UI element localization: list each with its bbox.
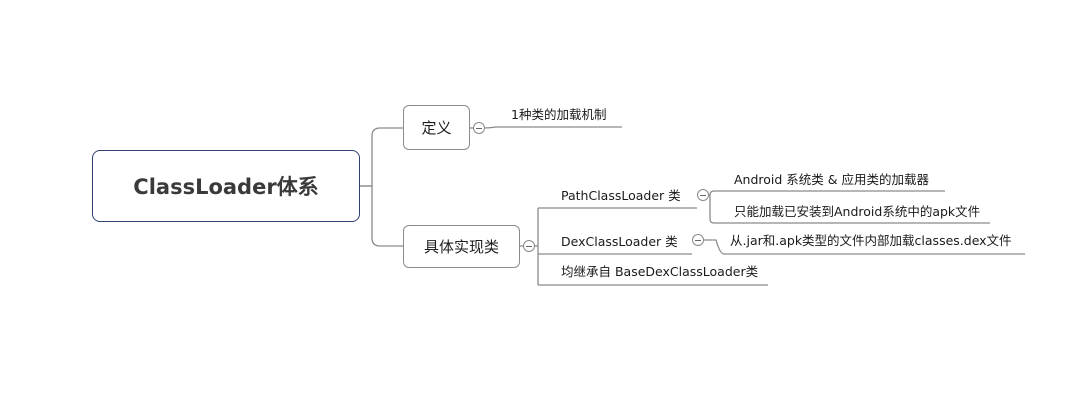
dexclassloader-child-1: 从.jar和.apk类型的文件内部加载classes.dex文件 (730, 233, 1012, 248)
dexclassloader-collapse-icon[interactable] (692, 234, 704, 246)
implementation-node[interactable]: 具体实现类 (403, 225, 520, 268)
pathclassloader-child-2: 只能加载已安装到Android系统中的apk文件 (734, 204, 981, 219)
pathclassloader-child-1: Android 系统类 & 应用类的加载器 (734, 172, 929, 187)
definition-node[interactable]: 定义 (403, 105, 470, 150)
implementation-collapse-icon[interactable] (523, 240, 535, 252)
edge-dexclassloader-to-child (704, 239, 1025, 255)
edge-definition-to-child (470, 126, 622, 129)
edge-root-to-implementation (360, 185, 403, 247)
edge-pathclassloader-to-children (709, 190, 990, 224)
dexclassloader-label: DexClassLoader 类 (561, 234, 678, 249)
definition-node-label: 定义 (421, 119, 452, 137)
common-parent-label: 均继承自 BaseDexClassLoader类 (561, 264, 759, 279)
root-node[interactable]: ClassLoader体系 (92, 150, 360, 222)
definition-collapse-icon[interactable] (473, 122, 485, 134)
implementation-node-label: 具体实现类 (423, 238, 499, 256)
pathclassloader-label: PathClassLoader 类 (561, 188, 681, 203)
edge-root-to-definition (360, 127, 403, 187)
pathclassloader-collapse-icon[interactable] (697, 189, 709, 201)
root-node-label: ClassLoader体系 (133, 175, 319, 199)
definition-child-label: 1种类的加载机制 (511, 107, 607, 122)
